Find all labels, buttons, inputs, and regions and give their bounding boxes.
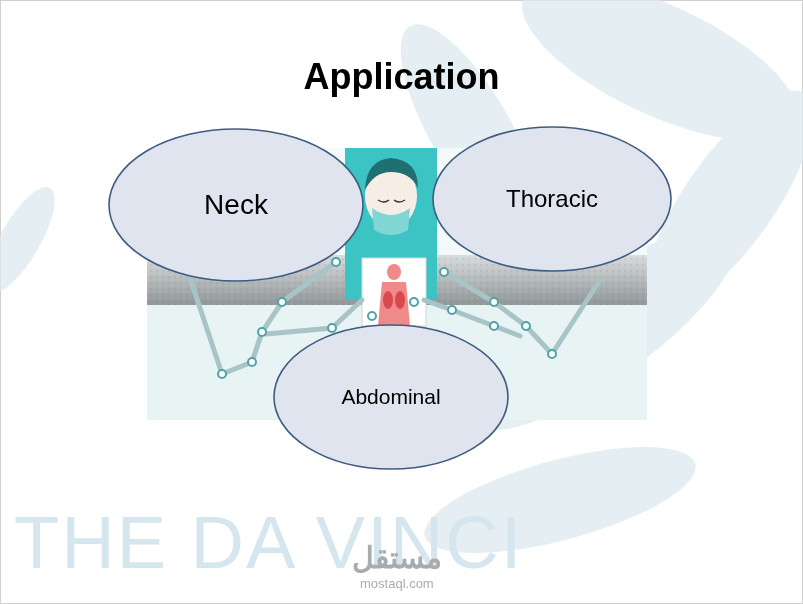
ellipse-shape: [109, 129, 363, 281]
ellipse-shape: [433, 127, 671, 271]
watermark-url: mostaql.com: [360, 576, 434, 591]
ellipse-node: Thoracic: [432, 126, 672, 272]
watermark-text: THE DA VINCI: [14, 500, 523, 585]
node-label: Neck: [204, 189, 268, 221]
ellipse-node: Abdominal: [273, 324, 509, 470]
ellipse-shape: [274, 325, 508, 469]
node-label: Abdominal: [341, 385, 440, 409]
slide-title: Application: [0, 56, 803, 98]
ellipse-node: Neck: [108, 128, 364, 282]
leaf-watermark: [0, 0, 803, 575]
node-text-group: Thoracic: [506, 185, 598, 213]
watermark-logo: مستقل: [352, 540, 442, 575]
node-label: Thoracic: [506, 185, 598, 213]
node-text-group: Neck: [204, 189, 268, 221]
node-text-group: Abdominal: [341, 385, 440, 409]
